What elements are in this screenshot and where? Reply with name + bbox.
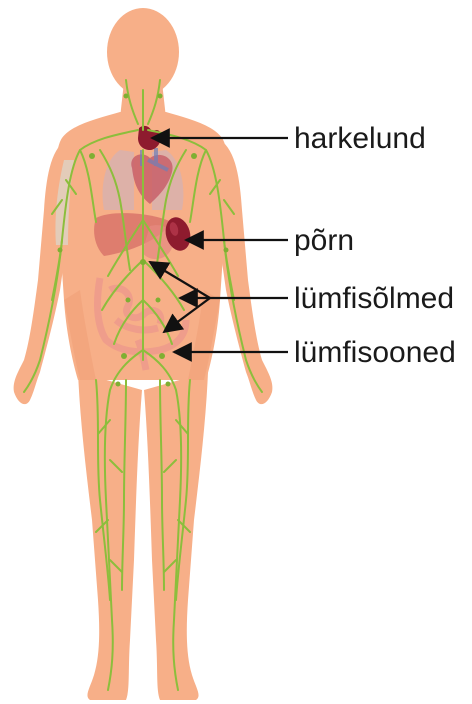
- labels: harkelund põrn lümfisõlmed lümfisooned: [294, 122, 456, 369]
- label-thymus: harkelund: [294, 122, 426, 155]
- label-lymph-nodes: lümfisõlmed: [294, 282, 454, 315]
- right-arm: [216, 140, 272, 404]
- label-spleen: põrn: [294, 224, 354, 257]
- label-lymph-vessels: lümfisooned: [294, 336, 456, 369]
